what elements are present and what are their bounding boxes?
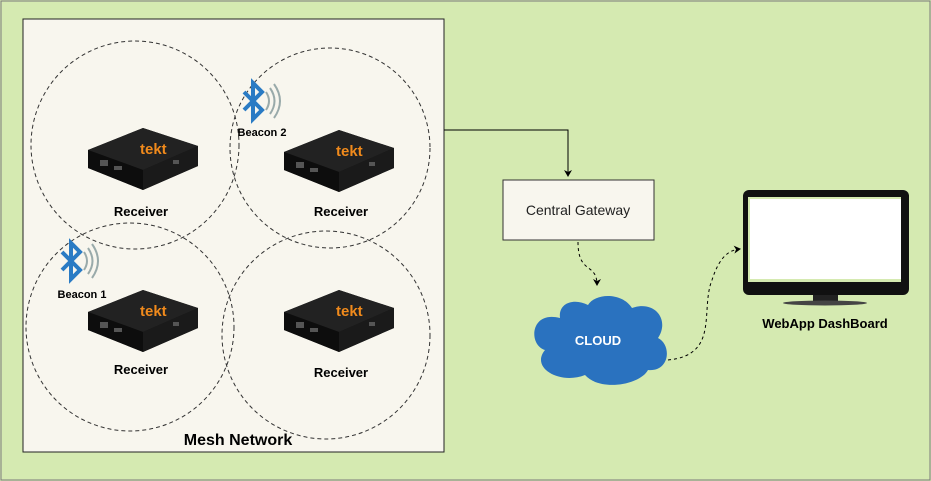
receiver-device-icon: tekt [88, 128, 198, 190]
monitor-icon [743, 190, 909, 306]
cloud-shape [534, 295, 667, 385]
receiver-brand: tekt [140, 141, 167, 158]
receiver-label: Receiver [114, 362, 168, 377]
receiver-label: Receiver [314, 204, 368, 219]
receiver-brand: tekt [336, 303, 363, 320]
mesh-network-group: tekt tekt tekt tekt Receiver Receiver Re… [22, 18, 445, 453]
central-gateway-box [502, 179, 655, 241]
beacon-label: Beacon 2 [238, 127, 287, 139]
receiver-device-icon: tekt [88, 290, 198, 352]
beacon-label: Beacon 1 [58, 289, 107, 301]
cloud-label: CLOUD [575, 333, 621, 348]
coverage-circle [30, 40, 240, 250]
receiver-brand: tekt [336, 143, 363, 160]
receiver-device-icon: tekt [284, 290, 394, 352]
mesh-network-container [22, 18, 445, 453]
receiver-label: Receiver [314, 365, 368, 380]
mesh-network-title: Mesh Network [184, 432, 293, 449]
dashboard-label: WebApp DashBoard [762, 316, 887, 331]
coverage-circle [25, 222, 235, 432]
receiver-device-icon: tekt [284, 130, 394, 192]
coverage-circle [229, 47, 431, 249]
coverage-circle [221, 230, 431, 440]
mesh-to-gateway-connector [444, 129, 572, 177]
gateway-to-cloud-connector [577, 241, 601, 286]
receiver-brand: tekt [140, 303, 167, 320]
central-gateway-label: Central Gateway [526, 202, 630, 218]
receiver-label: Receiver [114, 204, 168, 219]
